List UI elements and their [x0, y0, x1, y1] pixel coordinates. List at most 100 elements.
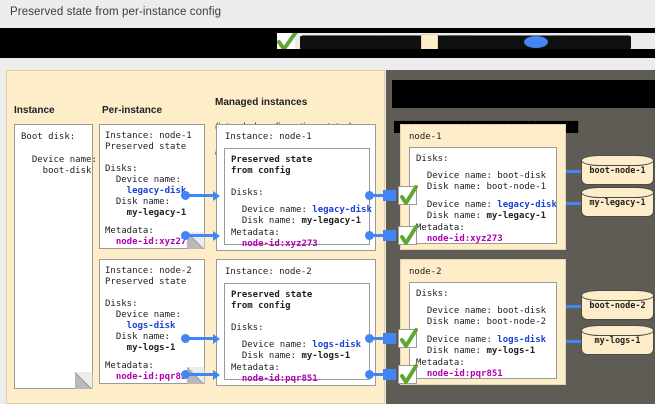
mi2-metadata-value: node-id:pqr851	[231, 374, 318, 384]
green-check-icon-node2-disk	[398, 328, 418, 348]
connector-dot-pic1-disk	[181, 191, 190, 200]
node-card-node-1: node-1 Disks: Device name: boot-disk Dis…	[400, 124, 566, 250]
connector-square-mi2-metadata	[383, 369, 396, 380]
per-instance-config-node-1: Instance: node-1 Preserved state Disks: …	[99, 124, 205, 249]
tpl-device-value: boot-disk	[21, 166, 92, 176]
connector-arrow-pic2-disk	[213, 334, 220, 344]
connector-dot-mi2-metadata	[365, 370, 374, 379]
pic1-preserved: Preserved state	[105, 142, 187, 152]
pic2-instance: Instance: node-2	[105, 266, 192, 276]
node2-disks-label: Disks:	[416, 289, 449, 299]
connector-arrow-pic1-disk	[213, 191, 220, 201]
mi1-device-label: Device name:	[231, 205, 313, 215]
redaction-bar-legend-left	[0, 28, 277, 58]
mi2-metadata-label: Metadata:	[231, 363, 280, 373]
node1-pres-device-label: Device name:	[416, 200, 498, 210]
disk-top	[581, 325, 654, 336]
pic1-disks-label: Disks:	[105, 164, 138, 174]
pic2-metadata-value: node-id:pqr851	[105, 372, 192, 382]
disk-label-boot-node-1: boot-node-1	[589, 166, 646, 176]
pic1-diskname-label: Disk name:	[105, 197, 171, 207]
node1-boot-diskname-value: boot-node-1	[486, 182, 547, 192]
node2-boot-diskname-label: Disk name:	[416, 317, 487, 327]
connector-line-node1-preserved-disk	[566, 202, 582, 205]
node2-boot-diskname-value: boot-node-2	[486, 317, 547, 327]
mi2-diskname-value: my-logs-1	[301, 351, 351, 361]
green-check-icon-node2-metadata	[398, 364, 418, 384]
node1-pres-diskname-label: Disk name:	[416, 211, 487, 221]
legend: ███████████████████████ ████████████████…	[0, 28, 655, 58]
mi2-disks-label: Disks:	[231, 323, 264, 333]
pic2-device-value: logs-disk	[105, 321, 176, 331]
mi2-diskname-label: Disk name:	[231, 351, 302, 361]
disk-top	[581, 187, 654, 198]
green-check-icon-node1-disk	[398, 185, 418, 205]
mi2-instance: Instance: node-2	[225, 267, 312, 277]
instance-template-doc: Boot disk: Device name: boot-disk	[14, 124, 97, 389]
tpl-device-label: Device name:	[21, 155, 97, 165]
node1-metadata-value: node-id:xyz273	[416, 234, 503, 244]
pic1-device-value: legacy-disk	[105, 186, 187, 196]
mi1-instance: Instance: node-1	[225, 132, 312, 142]
legend-item-disk: ██████████	[524, 28, 632, 56]
node2-metadata-value: node-id:pqr851	[416, 369, 503, 379]
blue-ellipse-icon	[524, 36, 548, 48]
managed-instance-node-2: Instance: node-2 Preserved state from co…	[216, 259, 376, 386]
node2-name: node-2	[409, 267, 442, 277]
disk-top	[581, 155, 654, 166]
redaction-bar-legend-bottom	[0, 49, 655, 58]
managed-instance-node-1-inner: Preserved state from config Disks: Devic…	[224, 148, 372, 249]
connector-arrow-pic2-metadata	[213, 370, 220, 380]
connector-dot-pic1-metadata	[181, 231, 190, 240]
node2-boot-device-label: Device name:	[416, 306, 498, 316]
pic1-diskname-value: my-legacy-1	[105, 208, 187, 218]
connector-line-node2-boot-disk	[566, 305, 582, 308]
pic2-diskname-label: Disk name:	[105, 332, 171, 342]
mi2-device-value: logs-disk	[312, 340, 362, 350]
connector-dot-mi2-disk	[365, 334, 374, 343]
node-card-node-2: node-2 Disks: Device name: boot-disk Dis…	[400, 259, 566, 385]
instance-template-head-l1: Instance	[14, 104, 55, 116]
per-instance-head-l1: Per-instance	[102, 104, 163, 116]
connector-line-pic2-metadata	[189, 373, 215, 376]
pic1-instance: Instance: node-1	[105, 131, 192, 141]
pic1-metadata-value: node-id:xyz273	[105, 237, 192, 247]
node2-boot-device-value: boot-disk	[497, 306, 547, 316]
connector-dot-pic2-disk	[181, 334, 190, 343]
mi1-device-value: legacy-disk	[312, 205, 372, 215]
node1-name: node-1	[409, 132, 442, 142]
node1-boot-device-value: boot-disk	[497, 171, 547, 181]
connector-square-mi1-disk	[383, 190, 396, 201]
disk-cylinder-boot-node-1: boot-node-1	[581, 155, 654, 186]
connector-square-mi1-metadata	[383, 230, 396, 241]
green-check-icon-node1-metadata	[398, 225, 418, 245]
connector-line-node1-boot-disk	[566, 170, 582, 173]
node2-pres-device-label: Device name:	[416, 335, 498, 345]
pic2-metadata-label: Metadata:	[105, 361, 154, 371]
pic2-preserved: Preserved state	[105, 277, 187, 287]
disk-label-my-logs-1: my-logs-1	[594, 336, 641, 346]
tpl-boot-disk: Boot disk:	[21, 132, 76, 142]
pic2-disks-label: Disks:	[105, 299, 138, 309]
disk-top	[581, 290, 654, 301]
node2-pres-device-value: logs-disk	[497, 335, 547, 345]
pic1-metadata-label: Metadata:	[105, 226, 154, 236]
disk-cylinder-my-legacy-1: my-legacy-1	[581, 187, 654, 218]
node-card-node-1-inner: Disks: Device name: boot-disk Disk name:…	[409, 147, 557, 244]
per-instance-config-node-2: Instance: node-2 Preserved state Disks: …	[99, 259, 205, 384]
connector-arrow-pic1-metadata	[213, 231, 220, 241]
connector-line-pic2-disk	[189, 337, 215, 340]
mi1-metadata-label: Metadata:	[231, 228, 280, 238]
connector-line-pic1-disk	[189, 194, 215, 197]
node1-boot-device-label: Device name:	[416, 171, 498, 181]
disk-label-my-legacy-1: my-legacy-1	[589, 198, 646, 208]
mi1-preserved-l2: from config	[231, 166, 291, 176]
connector-dot-mi1-disk	[365, 191, 374, 200]
node2-pres-diskname-label: Disk name:	[416, 346, 487, 356]
pic2-device-label: Device name:	[105, 310, 181, 320]
disk-label-boot-node-2: boot-node-2	[589, 301, 646, 311]
managed-head-l1: Managed instances	[215, 96, 308, 108]
connector-dot-pic2-metadata	[181, 370, 190, 379]
connector-line-node2-preserved-disk	[566, 340, 582, 343]
